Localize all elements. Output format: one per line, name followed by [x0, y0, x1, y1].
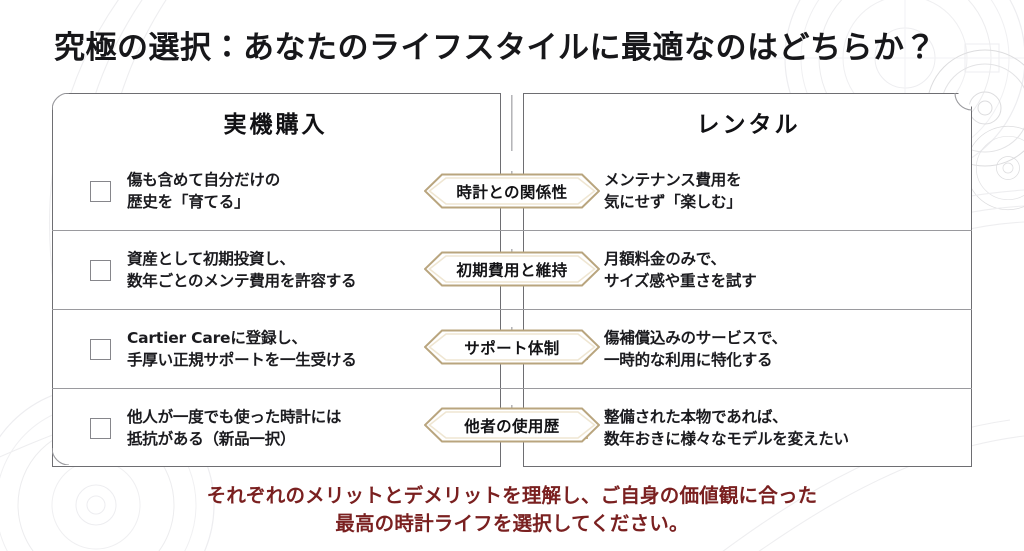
badge-slot-2: 初期費用と維持: [52, 230, 972, 308]
row-2-left-text: 資産として初期投資し、 数年ごとのメンテ費用を許容する: [127, 249, 357, 290]
badge-slot-1: 時計との関係性: [52, 152, 972, 230]
category-badge-3-label: サポート体制: [464, 339, 560, 357]
category-badge-3[interactable]: サポート体制: [424, 329, 600, 365]
right-column-header: レンタル: [525, 94, 972, 152]
right-header-label: レンタル: [696, 112, 801, 138]
category-badge-1[interactable]: 時計との関係性: [424, 173, 600, 209]
left-panel-corner-notch: [52, 93, 74, 115]
footer-message: それぞれのメリットとデメリットを理解し、ご自身の価値観に合った 最高の時計ライフ…: [206, 484, 818, 535]
left-header-label: 実機購入: [223, 112, 328, 138]
left-column-header: 実機購入: [52, 94, 499, 152]
category-badge-4-label: 他者の使用歴: [464, 417, 560, 435]
badge-shape-icon: [424, 251, 600, 287]
left-column-header-text: 実機購入: [205, 105, 346, 144]
badge-shape-icon: [424, 173, 600, 209]
badge-slot-3: サポート体制: [52, 308, 972, 386]
category-badge-2[interactable]: 初期費用と維持: [424, 251, 600, 287]
center-spine-top: [511, 95, 513, 151]
category-badge-2-label: 初期費用と維持: [456, 261, 568, 279]
table-row: Cartier Careに登録し、 手厚い正規サポートを一生受ける 傷補償込みの…: [52, 309, 972, 388]
badge-shape-icon: [424, 407, 600, 443]
badge-slot-4: 他者の使用歴: [52, 386, 972, 464]
right-column-header-text: レンタル: [678, 105, 819, 144]
category-badge-1-label: 時計との関係性: [456, 183, 568, 201]
category-badges: 時計との関係性 初期費用と維持 サポート: [52, 152, 972, 464]
comparison-board: 実機購入 レンタル 傷も含めて自分だけの 歴史を「育てる」: [52, 93, 972, 467]
right-panel-corner-notch: [950, 93, 972, 115]
page-title: 究極の選択：あなたのライフスタイルに最適なのはどちらか？: [54, 30, 936, 66]
category-badge-4[interactable]: 他者の使用歴: [424, 407, 600, 443]
badge-shape-icon: [424, 329, 600, 365]
